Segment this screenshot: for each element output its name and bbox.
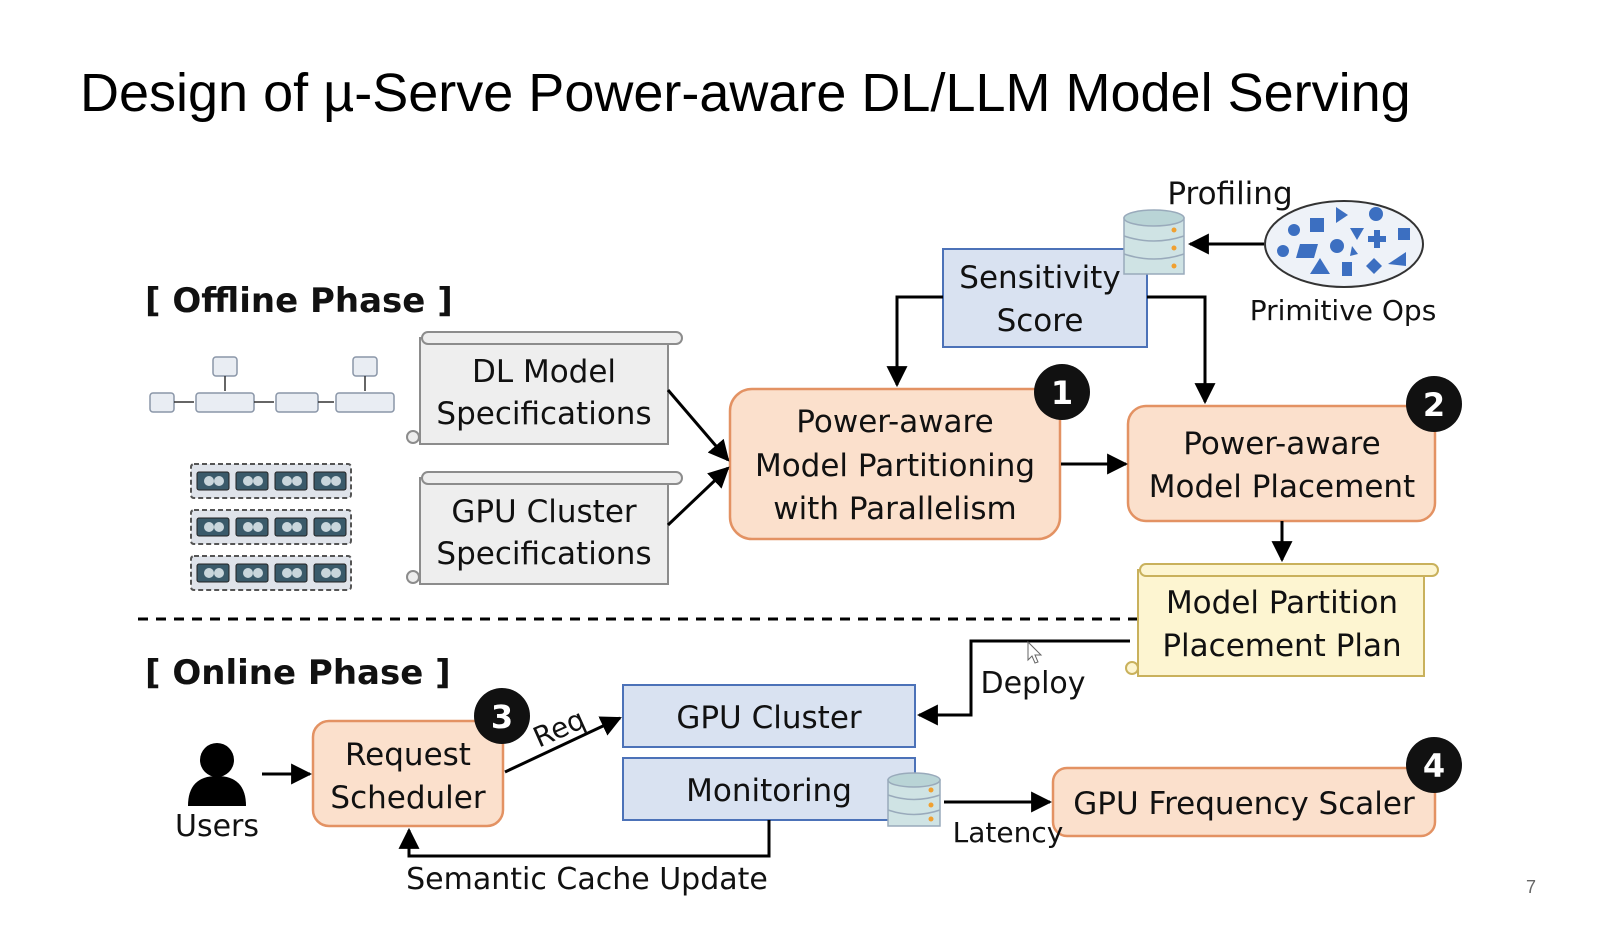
profiling-label: Profiling [1167,176,1292,212]
semantic-cache-arrow [398,820,771,858]
deploy-label: Deploy [980,666,1085,701]
placement-line2: Model Placement [1149,469,1415,505]
offline-phase-heading: [ Offline Phase ] [145,281,453,321]
gpu-cluster-box: GPU Cluster [622,684,916,748]
svg-text:1: 1 [1051,374,1073,412]
placement-plan-line1: Model Partition [1166,585,1398,621]
slide-title: Design of µ-Serve Power-aware DL/LLM Mod… [80,63,1411,123]
badge-1: 1 [1034,364,1090,420]
partitioning-line3: with Parallelism [773,491,1017,527]
badge-2: 2 [1406,376,1462,432]
placement-plan-scroll: Model Partition Placement Plan [1125,563,1439,677]
gpu-cluster-spec-scroll: GPU Cluster Specifications [406,471,683,585]
gpu-cluster-label: GPU Cluster [676,700,862,736]
placement-plan-line2: Placement Plan [1162,628,1401,664]
sensitivity-score-line2: Score [997,303,1084,339]
database-icon [1123,209,1185,275]
gpu-cluster-spec-line1: GPU Cluster [451,494,637,530]
gpu-spec-to-partitioning-arrow [666,466,730,527]
placement-box: Power-aware Model Placement [1126,404,1437,523]
deploy-arrow [916,639,1130,726]
gpu-cluster-spec-line2: Specifications [436,536,651,572]
request-scheduler-line1: Request [345,737,471,773]
primitive-ops-label: Primitive Ops [1250,294,1437,327]
request-scheduler-box: Request Scheduler [311,719,505,828]
users-label: Users [175,809,259,844]
sensitivity-score-line1: Sensitivity [959,260,1120,296]
dl-spec-to-partitioning-arrow [666,389,730,462]
request-scheduler-line2: Scheduler [330,780,485,816]
partitioning-line1: Power-aware [796,404,993,440]
svg-text:3: 3 [491,698,513,736]
dl-model-spec-line1: DL Model [472,354,616,390]
page-number: 7 [1526,877,1536,897]
badge-4: 4 [1406,737,1462,793]
placement-line1: Power-aware [1183,426,1380,462]
partitioning-line2: Model Partitioning [755,448,1035,484]
gpu-frequency-scaler-box: GPU Frequency Scaler [1051,766,1437,838]
connector-arrows [262,233,1293,858]
dl-model-spec-line2: Specifications [436,396,651,432]
sensitivity-to-placement-arrow [1147,295,1216,405]
req-arrow [504,716,622,774]
svg-text:2: 2 [1423,386,1445,424]
user-icon [188,743,246,806]
mouse-cursor-icon [1027,640,1043,664]
database-icon [887,772,941,827]
semantic-cache-label: Semantic Cache Update [406,862,768,897]
sensitivity-to-partitioning-arrow [886,295,943,388]
badge-3: 3 [474,688,530,744]
latency-label: Latency [953,816,1064,849]
gpu-frequency-scaler-label: GPU Frequency Scaler [1073,786,1415,822]
partitioning-box: Power-aware Model Partitioning with Para… [728,387,1062,541]
online-phase-heading: [ Online Phase ] [145,653,451,693]
model-graph-icon [149,356,395,413]
monitoring-label: Monitoring [686,773,852,809]
monitoring-box: Monitoring [622,757,916,821]
sensitivity-score-box: Sensitivity Score [942,248,1148,348]
svg-text:4: 4 [1423,747,1445,785]
dl-model-spec-scroll: DL Model Specifications [406,331,683,445]
primitive-ops-cloud-icon [1264,200,1424,288]
gpu-card-icon [190,463,352,591]
